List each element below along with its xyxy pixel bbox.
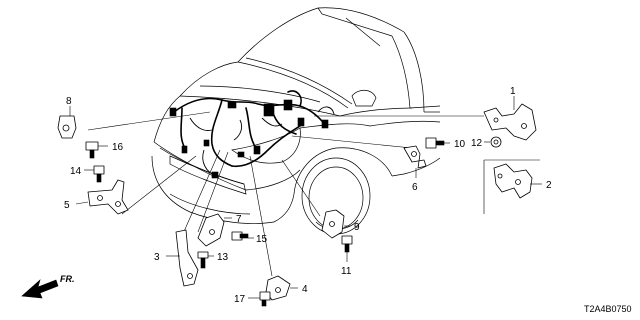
diagram-code: T2A4B0750: [584, 304, 632, 314]
part-number-10: 10: [454, 139, 466, 150]
part-15-bolt: [231, 231, 254, 241]
part-4-bracket: [265, 275, 298, 301]
part-3-stay: [166, 229, 199, 287]
part-number-labels: 1 2 3 4 5 6 7 8 9 10 11 12 13 14 15 16 1…: [64, 86, 552, 305]
part-5-bracket: [75, 179, 129, 215]
part-number-14: 14: [70, 166, 82, 177]
part-number-12: 12: [471, 138, 483, 149]
part-number-1: 1: [510, 86, 516, 97]
part-8-clip: [57, 106, 77, 139]
part-number-11: 11: [341, 266, 352, 277]
part-number-4: 4: [302, 284, 308, 295]
car-outline: [151, 7, 441, 235]
part-number-8: 8: [66, 96, 72, 107]
part-13-bolt: [197, 251, 214, 269]
part-number-9: 9: [354, 222, 360, 233]
front-direction-arrow: [21, 279, 59, 299]
part-number-2: 2: [546, 180, 552, 191]
wire-harness: [169, 90, 335, 179]
part-number-16: 16: [112, 142, 124, 153]
part-12-nut: [484, 136, 502, 148]
part-14-bolt: [84, 165, 105, 183]
part-number-15: 15: [256, 234, 268, 245]
part-number-7: 7: [236, 214, 242, 225]
part-number-17: 17: [234, 294, 246, 305]
part-11-bolt: [341, 235, 353, 262]
part-10-bolt: [425, 137, 450, 149]
part-1-bracket: [483, 96, 537, 141]
part-2-bracket: [483, 159, 542, 214]
part-number-13: 13: [217, 252, 229, 263]
part-number-6: 6: [412, 182, 418, 193]
part-6-bracket: [403, 145, 427, 178]
leader-lines: [87, 111, 484, 277]
front-direction-label: FR.: [60, 274, 75, 284]
part-16-bolt: [85, 141, 108, 159]
part-7-bracket: [197, 213, 232, 247]
part-9-bracket: [321, 209, 350, 239]
part-17-bolt: [248, 291, 271, 307]
part-number-5: 5: [64, 200, 70, 211]
part-number-3: 3: [154, 252, 160, 263]
